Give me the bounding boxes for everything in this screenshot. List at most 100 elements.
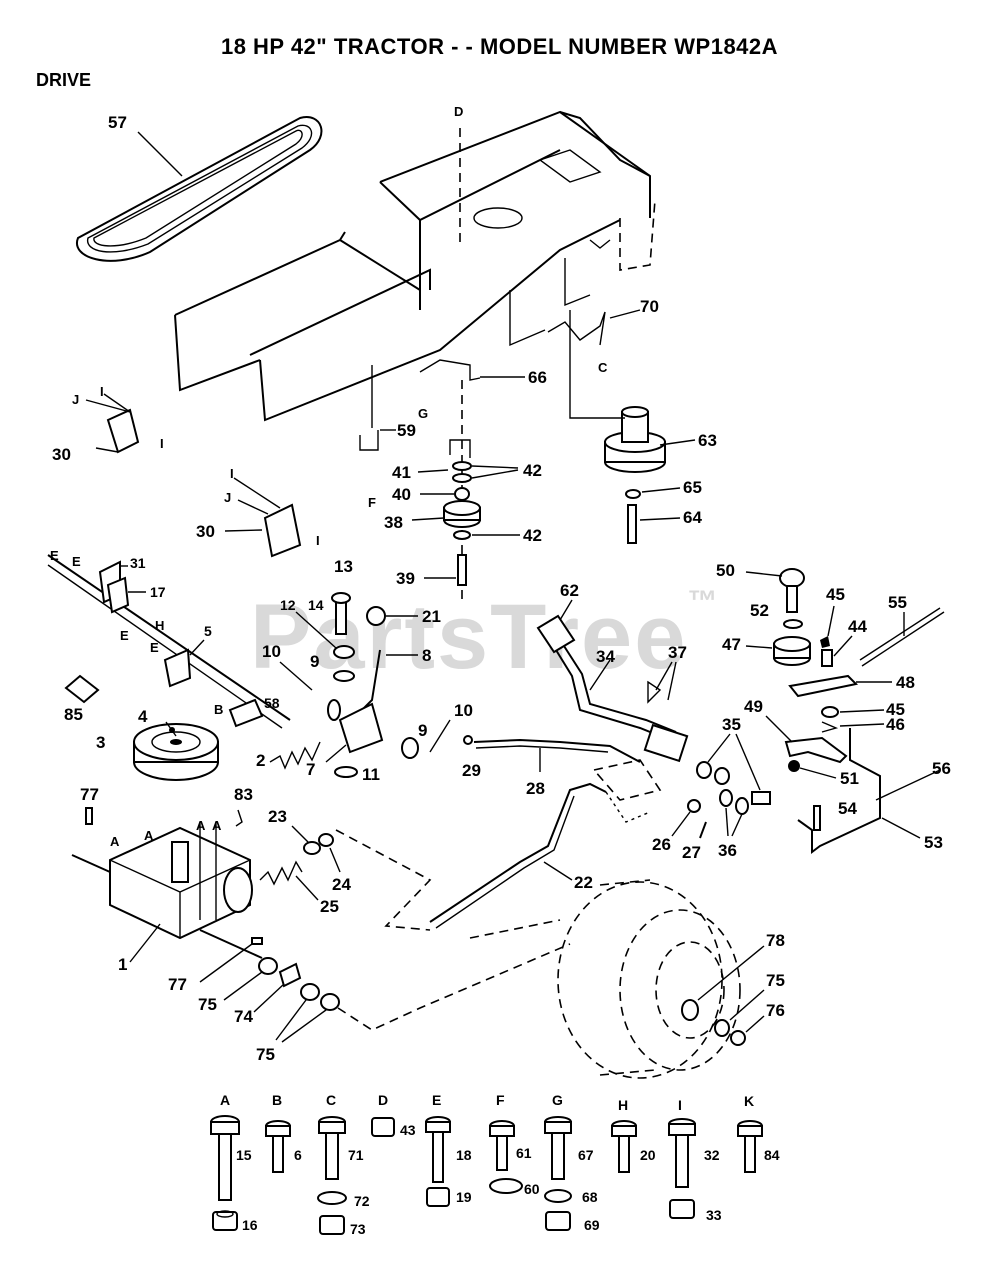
- callout-30a[interactable]: 30: [52, 445, 71, 464]
- callout-42b[interactable]: 42: [523, 526, 542, 545]
- key-77a[interactable]: [85, 807, 93, 825]
- washer-78[interactable]: [681, 999, 699, 1021]
- washer-75c[interactable]: [320, 993, 340, 1011]
- callout-29[interactable]: 29: [462, 761, 481, 780]
- key-bolt-20[interactable]: 20: [640, 1147, 656, 1163]
- washer-42b[interactable]: [452, 473, 472, 483]
- bolt-f[interactable]: [489, 1120, 515, 1171]
- washer-75d[interactable]: [714, 1019, 730, 1037]
- bracket-5[interactable]: [163, 648, 192, 688]
- washer-65[interactable]: [625, 489, 641, 499]
- transmission-pulley[interactable]: [133, 723, 219, 781]
- cable-56[interactable]: [875, 769, 941, 801]
- callout-7[interactable]: 7: [306, 760, 315, 779]
- callout-57[interactable]: 57: [108, 113, 127, 132]
- bolt-e[interactable]: [425, 1116, 451, 1183]
- callout-53[interactable]: 53: [924, 833, 943, 852]
- callout-58[interactable]: 58: [264, 695, 280, 711]
- bolt-54[interactable]: [813, 805, 821, 831]
- washer-45b[interactable]: [821, 706, 839, 718]
- clip-29[interactable]: [463, 735, 473, 745]
- key-nut-73[interactable]: 73: [350, 1221, 366, 1237]
- rod-22[interactable]: [429, 782, 607, 923]
- callout-42a[interactable]: 42: [523, 461, 542, 480]
- clip-45a[interactable]: [820, 636, 830, 648]
- callout-35[interactable]: 35: [722, 715, 741, 734]
- callout-10a[interactable]: 10: [262, 642, 281, 661]
- clip-37[interactable]: [647, 680, 662, 704]
- callout-9a[interactable]: 9: [310, 652, 319, 671]
- washer-g[interactable]: [544, 1189, 572, 1203]
- washer-75b[interactable]: [300, 983, 320, 1001]
- tractor-frame[interactable]: [174, 110, 656, 422]
- washer-36b[interactable]: [735, 797, 749, 815]
- key-washer-60[interactable]: 60: [524, 1181, 540, 1197]
- nut-4[interactable]: [169, 727, 175, 733]
- washer-11[interactable]: [334, 766, 358, 778]
- callout-52[interactable]: 52: [750, 601, 769, 620]
- callout-50[interactable]: 50: [716, 561, 735, 580]
- callout-64[interactable]: 64: [683, 508, 702, 527]
- transaxle[interactable]: [71, 826, 263, 959]
- bracket-41[interactable]: [449, 439, 471, 458]
- key-nut-43[interactable]: 43: [400, 1122, 416, 1138]
- shift-rod[interactable]: [47, 554, 291, 721]
- key-bolt-6[interactable]: 6: [294, 1147, 302, 1163]
- pin-83[interactable]: [235, 809, 243, 827]
- callout-59[interactable]: 59: [397, 421, 416, 440]
- callout-56[interactable]: 56: [932, 759, 951, 778]
- callout-36[interactable]: 36: [718, 841, 737, 860]
- callout-76[interactable]: 76: [766, 1001, 785, 1020]
- washer-42c[interactable]: [453, 530, 471, 540]
- knob-50[interactable]: [779, 568, 805, 588]
- callout-26[interactable]: 26: [652, 835, 671, 854]
- washer-26[interactable]: [687, 799, 701, 813]
- callout-24[interactable]: 24: [332, 875, 351, 894]
- spacer-40[interactable]: [454, 487, 470, 501]
- drive-belt[interactable]: [75, 116, 323, 262]
- callout-85[interactable]: 85: [64, 705, 83, 724]
- washer-9b[interactable]: [401, 737, 419, 759]
- bracket-17[interactable]: [106, 576, 130, 614]
- bolt-k[interactable]: [737, 1120, 763, 1173]
- callout-28[interactable]: 28: [526, 779, 545, 798]
- arm-48[interactable]: [788, 674, 859, 698]
- pin-44[interactable]: [821, 649, 833, 667]
- bolt-g[interactable]: [544, 1116, 572, 1180]
- key-nut-16[interactable]: 16: [242, 1217, 258, 1233]
- bolt-13-head[interactable]: [331, 592, 351, 604]
- callout-11[interactable]: 11: [362, 765, 380, 784]
- callout-31[interactable]: 31: [130, 555, 146, 571]
- key-bolt-15[interactable]: 15: [236, 1147, 252, 1163]
- bolt-b[interactable]: [265, 1120, 291, 1173]
- knob-21[interactable]: [366, 606, 386, 626]
- callout-46[interactable]: 46: [886, 715, 905, 734]
- key-nut-33[interactable]: 33: [706, 1207, 722, 1223]
- bolt-c[interactable]: [318, 1116, 346, 1180]
- nut-e[interactable]: [426, 1187, 450, 1207]
- bushing-35a[interactable]: [696, 761, 712, 779]
- callout-4[interactable]: 4: [138, 707, 148, 726]
- rear-wheel[interactable]: [557, 879, 741, 1079]
- callout-75b[interactable]: 75: [256, 1045, 275, 1064]
- bracket-58[interactable]: [228, 698, 264, 728]
- callout-77b[interactable]: 77: [168, 975, 187, 994]
- washer-75a[interactable]: [258, 957, 278, 975]
- nut-76[interactable]: [730, 1030, 746, 1046]
- callout-23[interactable]: 23: [268, 807, 287, 826]
- callout-78[interactable]: 78: [766, 931, 785, 950]
- callout-30b[interactable]: 30: [196, 522, 215, 541]
- callout-45a[interactable]: 45: [826, 585, 845, 604]
- lever-bracket-7[interactable]: [338, 702, 384, 754]
- key-washer-72[interactable]: 72: [354, 1193, 370, 1209]
- rod-53[interactable]: [797, 728, 881, 854]
- callout-1[interactable]: 1: [118, 955, 127, 974]
- knob-47[interactable]: [773, 636, 811, 666]
- bolt-i[interactable]: [668, 1118, 696, 1188]
- washer-14[interactable]: [333, 645, 355, 659]
- callout-21[interactable]: 21: [422, 607, 441, 626]
- nut-51[interactable]: [788, 760, 800, 772]
- bolt-h[interactable]: [611, 1120, 637, 1173]
- callout-54[interactable]: 54: [838, 799, 857, 818]
- key-bolt-71[interactable]: 71: [348, 1147, 364, 1163]
